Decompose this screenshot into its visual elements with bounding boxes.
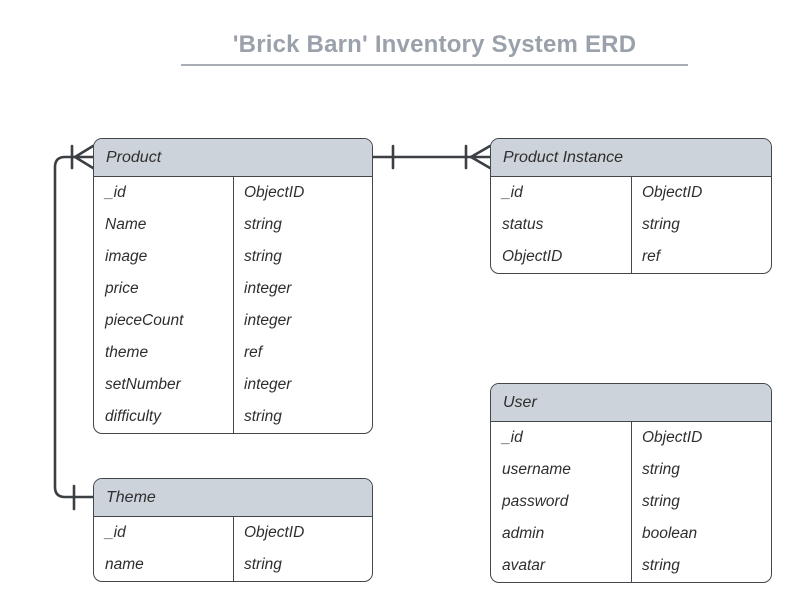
- field-type: string: [642, 557, 680, 574]
- entity-product: Product _id ObjectID Name string image string…: [93, 138, 373, 434]
- entity-title: User: [503, 393, 537, 411]
- field-row: admin boolean: [491, 518, 771, 550]
- crow-foot-icon: [469, 144, 492, 170]
- entity-title: Theme: [106, 488, 156, 506]
- field-name: _id: [105, 184, 126, 201]
- field-name: admin: [502, 525, 545, 542]
- field-row: theme ref: [94, 337, 372, 369]
- field-row: price integer: [94, 273, 372, 305]
- field-row: ObjectID ref: [491, 241, 771, 273]
- field-row: image string: [94, 241, 372, 273]
- field-row: _id ObjectID: [491, 177, 771, 209]
- field-name: Name: [105, 216, 147, 233]
- field-type: string: [642, 493, 680, 510]
- field-row: password string: [491, 486, 771, 518]
- field-row: username string: [491, 454, 771, 486]
- field-type: string: [244, 556, 282, 573]
- field-type: ObjectID: [642, 429, 703, 446]
- field-type: string: [244, 216, 282, 233]
- relationship-line: [53, 155, 95, 499]
- field-row: _id ObjectID: [94, 177, 372, 209]
- field-name: status: [502, 216, 544, 233]
- entity-header: User: [491, 384, 771, 422]
- field-type: integer: [244, 312, 292, 329]
- field-type: ref: [244, 344, 263, 361]
- field-name: _id: [105, 524, 126, 541]
- field-row: _id ObjectID: [491, 422, 771, 454]
- field-row: Name string: [94, 209, 372, 241]
- entity-header: Product: [94, 139, 372, 177]
- entity-fields: _id ObjectID Name string image string price int…: [94, 177, 372, 433]
- field-name: _id: [502, 429, 523, 446]
- diagram-title: 'Brick Barn' Inventory System ERD: [232, 31, 637, 58]
- field-type: integer: [244, 280, 292, 297]
- entity-header: Theme: [94, 479, 372, 517]
- entity-header: Product Instance: [491, 139, 771, 177]
- entity-fields: _id ObjectID name string: [94, 517, 372, 581]
- field-row: pieceCount integer: [94, 305, 372, 337]
- field-row: setNumber integer: [94, 369, 372, 401]
- field-name: image: [105, 248, 148, 265]
- relationship-product-theme: [53, 144, 95, 511]
- field-name: password: [502, 493, 569, 510]
- crow-foot-icon: [73, 144, 95, 170]
- field-row: avatar string: [491, 550, 771, 582]
- title-underline: [181, 64, 688, 66]
- entity-title: Product: [106, 148, 162, 166]
- field-type: string: [244, 248, 282, 265]
- field-type: ObjectID: [244, 524, 305, 541]
- field-name: setNumber: [105, 376, 181, 393]
- field-type: ObjectID: [642, 184, 703, 201]
- field-row: status string: [491, 209, 771, 241]
- field-row: _id ObjectID: [94, 517, 372, 549]
- field-type: ref: [642, 248, 661, 265]
- relationship-product-product-instance: [371, 144, 492, 170]
- diagram-title-block: 'Brick Barn' Inventory System ERD: [181, 31, 688, 66]
- field-type: string: [642, 216, 680, 233]
- field-name: ObjectID: [502, 248, 563, 265]
- field-name: username: [502, 461, 571, 478]
- field-name: _id: [502, 184, 523, 201]
- field-type: ObjectID: [244, 184, 305, 201]
- field-row: name string: [94, 549, 372, 581]
- entity-user: User _id ObjectID username string password st…: [490, 383, 772, 583]
- entity-theme: Theme _id ObjectID name string: [93, 478, 373, 582]
- field-row: difficulty string: [94, 401, 372, 433]
- field-type: string: [642, 461, 680, 478]
- field-name: price: [105, 280, 139, 297]
- field-name: avatar: [502, 557, 546, 574]
- field-name: name: [105, 556, 144, 573]
- field-name: pieceCount: [105, 312, 184, 329]
- field-type: boolean: [642, 525, 698, 542]
- field-type: string: [244, 408, 282, 425]
- field-type: integer: [244, 376, 292, 393]
- entity-title: Product Instance: [503, 148, 624, 166]
- field-name: difficulty: [105, 408, 161, 425]
- field-name: theme: [105, 344, 149, 361]
